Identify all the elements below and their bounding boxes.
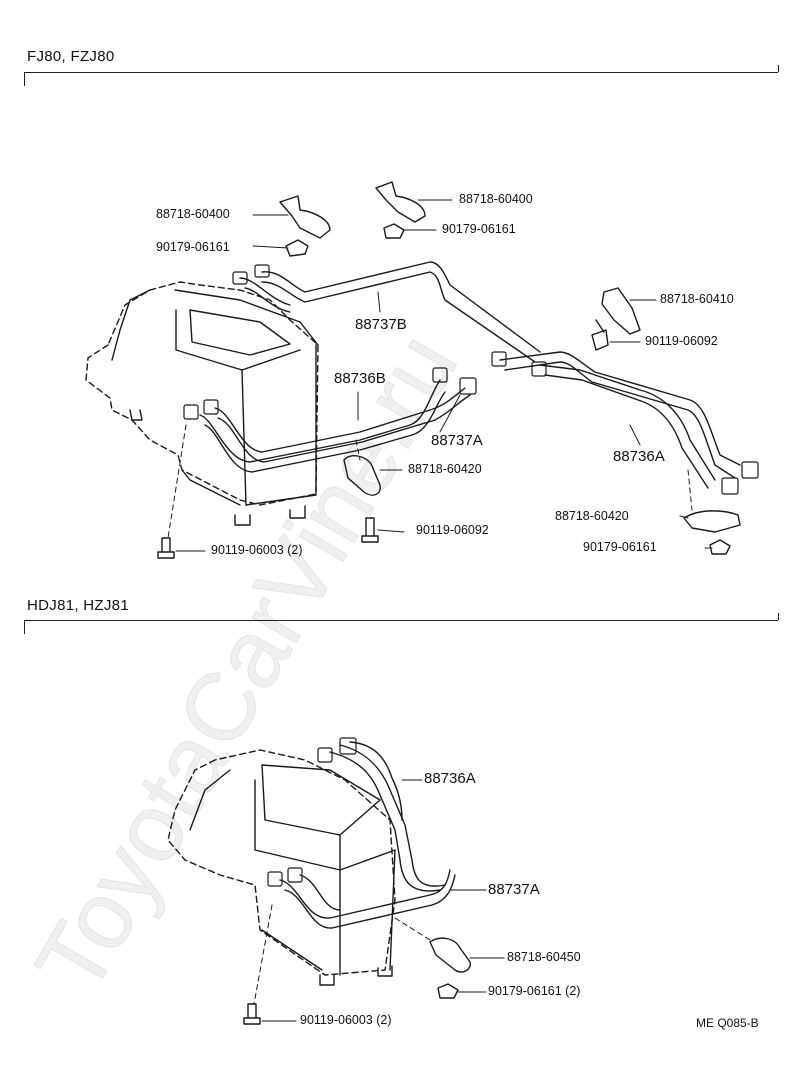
diagram-code: ME Q085-B <box>696 1016 759 1030</box>
nut-90179-06161-bottom <box>438 984 458 998</box>
section-title-hdj81: HDJ81, HZJ81 <box>27 597 129 614</box>
clamp-88718-60410 <box>602 288 640 334</box>
part-label: 88718-60400 <box>459 192 533 206</box>
frame-tick-right <box>778 65 779 72</box>
frame-bottom-line <box>24 620 778 621</box>
clamp-88718-60420-a <box>344 456 380 495</box>
clamp-88718-60400-b <box>376 182 425 222</box>
pipe-88737A-bottom <box>280 870 455 928</box>
pipe-88737B <box>240 262 540 362</box>
part-label-large: 88737A <box>488 881 540 898</box>
part-label: 90179-06161 (2) <box>488 984 581 998</box>
section-title-fj80: FJ80, FZJ80 <box>27 48 115 65</box>
part-label: 88718-60420 <box>408 462 482 476</box>
part-label: 90179-06161 <box>442 222 516 236</box>
part-label-large: 88736A <box>424 770 476 787</box>
bolt-90119-06092-b <box>362 518 378 542</box>
pipe-88736A <box>500 352 740 488</box>
part-label-large: 88736B <box>334 370 386 387</box>
part-label: 88718-60400 <box>156 207 230 221</box>
bolt-90119-06003-top <box>158 538 174 558</box>
nut-90179-06161-b <box>384 224 404 238</box>
clamp-88718-60400-a <box>280 196 330 238</box>
fittings-top <box>184 265 758 494</box>
part-label: 90119-06003 (2) <box>211 543 303 557</box>
frame-tick-right-2 <box>778 613 779 620</box>
clamp-88718-60420-b <box>684 511 740 532</box>
heater-unit-bottom <box>168 750 395 985</box>
part-label-large: 88737B <box>355 316 407 333</box>
part-label: 90119-06092 <box>645 334 718 348</box>
part-label: 90119-06003 (2) <box>300 1013 392 1027</box>
fittings-bottom <box>268 738 356 886</box>
pipe-88736A-bottom <box>330 742 445 891</box>
part-label: 90179-06161 <box>156 240 230 254</box>
part-label-large: 88736A <box>613 448 665 465</box>
nut-90179-06161-a <box>286 240 308 256</box>
clamp-88718-60450 <box>430 938 470 972</box>
part-label: 88718-60410 <box>660 292 734 306</box>
part-label: 88718-60450 <box>507 950 581 964</box>
part-label: 88718-60420 <box>555 509 629 523</box>
pipe-88736B-88737A <box>200 380 470 472</box>
part-label-large: 88737A <box>431 432 483 449</box>
frame-tick-left <box>24 72 25 86</box>
frame-tick-left-2 <box>24 620 25 634</box>
nut-90179-06161-c <box>710 540 730 554</box>
bolt-90119-06092-a <box>592 320 608 350</box>
part-label: 90119-06092 <box>416 523 489 537</box>
part-label: 90179-06161 <box>583 540 657 554</box>
bolt-90119-06003-bottom <box>244 1004 260 1024</box>
frame-top-line <box>24 72 778 73</box>
heater-unit-top <box>86 282 318 525</box>
